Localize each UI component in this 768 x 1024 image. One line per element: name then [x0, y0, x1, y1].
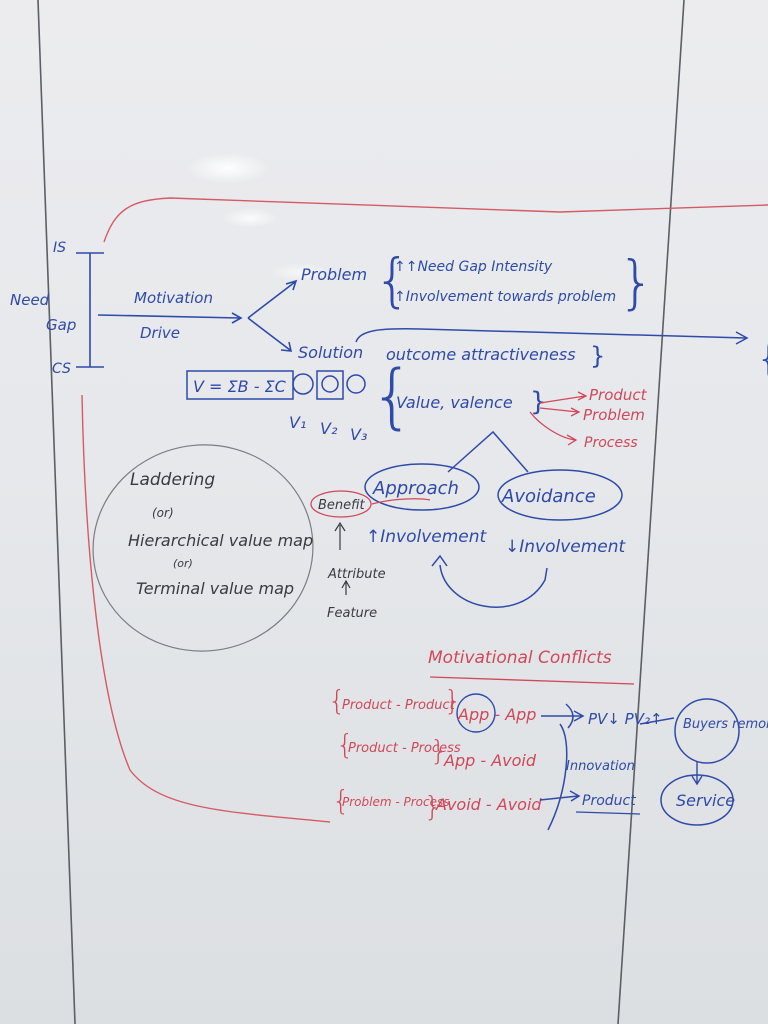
value-circle-1: [292, 373, 314, 395]
involvement-up: ↑Involvement: [366, 527, 488, 547]
problem-line-2: ↑Involvement towards problem: [394, 289, 616, 305]
v2-label: V₂: [320, 419, 338, 438]
row-2-brace-left: {: [336, 728, 354, 761]
problem-brace-right: }: [618, 248, 655, 316]
solution-line-1: outcome attractiveness: [386, 345, 576, 364]
conflict-product-label: Product: [582, 793, 636, 809]
app-app-circle: [456, 693, 496, 733]
innovation-label: Innovation: [566, 759, 635, 774]
benefit-ellipse: [310, 490, 372, 518]
value-circle-3: [346, 374, 366, 394]
benefit-link: [371, 498, 431, 505]
value-box-2: [316, 370, 344, 400]
solution-arrow: [355, 328, 749, 345]
conflict-row-3-type: Avoid - Avoid: [435, 795, 542, 814]
need-gap-bracket: [76, 252, 298, 368]
problem-label: Problem: [301, 265, 367, 284]
service-label: Service: [676, 791, 735, 810]
service-ellipse: [660, 774, 734, 826]
avoidance-ellipse: [497, 469, 623, 521]
is-label: IS: [53, 240, 66, 256]
row-2-brace-right: }: [430, 734, 448, 767]
panel-seam-right: [617, 0, 685, 1024]
cs-label: CS: [52, 361, 71, 377]
solution-brace: {: [370, 355, 415, 437]
solution-label: Solution: [298, 343, 363, 362]
conflict-row-1-pair: Product - Product: [342, 698, 456, 713]
conflict-arrows: [539, 703, 675, 831]
approach-label: Approach: [372, 478, 459, 499]
hierarchical-value-map: Hierarchical value map: [128, 531, 313, 550]
remorse-arrow: [691, 762, 703, 786]
formula-text: V = ΣB - ΣC: [193, 377, 287, 396]
attribute-label: Attribute: [327, 567, 386, 582]
pv-label: PV↓ PV₂↑: [588, 710, 663, 728]
solution-line-2: Value, valence: [396, 393, 513, 412]
conflicts-underline: [429, 676, 635, 685]
outcome-product: Product: [589, 386, 648, 404]
row-3-brace-left: {: [332, 784, 350, 817]
need-label: Need: [10, 291, 50, 309]
outcome-problem: Problem: [583, 406, 645, 424]
panel-seam-left: [37, 0, 76, 1024]
red-frame-left: [81, 394, 331, 823]
conflict-row-2-pair: Product - Process: [348, 741, 461, 756]
benefit-arrow: [334, 521, 346, 550]
problem-brace-left: {: [374, 246, 411, 314]
solution-brace-small: }: [590, 342, 605, 370]
row-3-brace-right: }: [424, 790, 442, 823]
value-circle-2: [321, 375, 339, 393]
approach-avoidance-links: [447, 430, 529, 473]
v1-label: V₁: [289, 413, 306, 432]
laddering-or-1: (or): [152, 506, 174, 520]
avoidance-label: Avoidance: [501, 486, 596, 507]
gap-label: Gap: [46, 316, 76, 334]
laddering-ellipse: [92, 444, 314, 652]
motivation-label: Motivation: [134, 289, 213, 307]
conflict-row-3-pair: Problem - Process: [342, 795, 450, 809]
problem-line-1: ↑↑Need Gap Intensity: [394, 259, 553, 275]
product-underline: [575, 811, 641, 815]
involvement-cycle: [431, 554, 548, 608]
involvement-down: ↓Involvement: [505, 537, 627, 557]
laddering-label: Laddering: [130, 470, 215, 490]
conflict-row-1-type: App - App: [457, 705, 536, 724]
v3-label: V₃: [350, 425, 367, 444]
drive-label: Drive: [140, 324, 180, 342]
buyers-remorse-circle: [674, 698, 740, 764]
outcome-arrows: [529, 391, 588, 446]
edge-brace: {: [756, 336, 768, 382]
red-frame-top: [103, 197, 768, 243]
row-1-brace-left: {: [328, 684, 346, 717]
buyers-remorse-label: Buyers remorse: [683, 717, 768, 732]
attribute-arrow: [341, 579, 351, 595]
feature-label: Feature: [327, 606, 377, 621]
approach-ellipse: [364, 463, 480, 511]
benefit-label: Benefit: [318, 498, 366, 513]
laddering-or-2: (or): [173, 557, 193, 570]
valence-brace: }: [530, 387, 547, 417]
terminal-value-map: Terminal value map: [136, 579, 294, 598]
outcome-process: Process: [584, 435, 638, 451]
conflict-row-2-type: App - Avoid: [443, 751, 537, 770]
conflicts-title: Motivational Conflicts: [428, 648, 612, 668]
